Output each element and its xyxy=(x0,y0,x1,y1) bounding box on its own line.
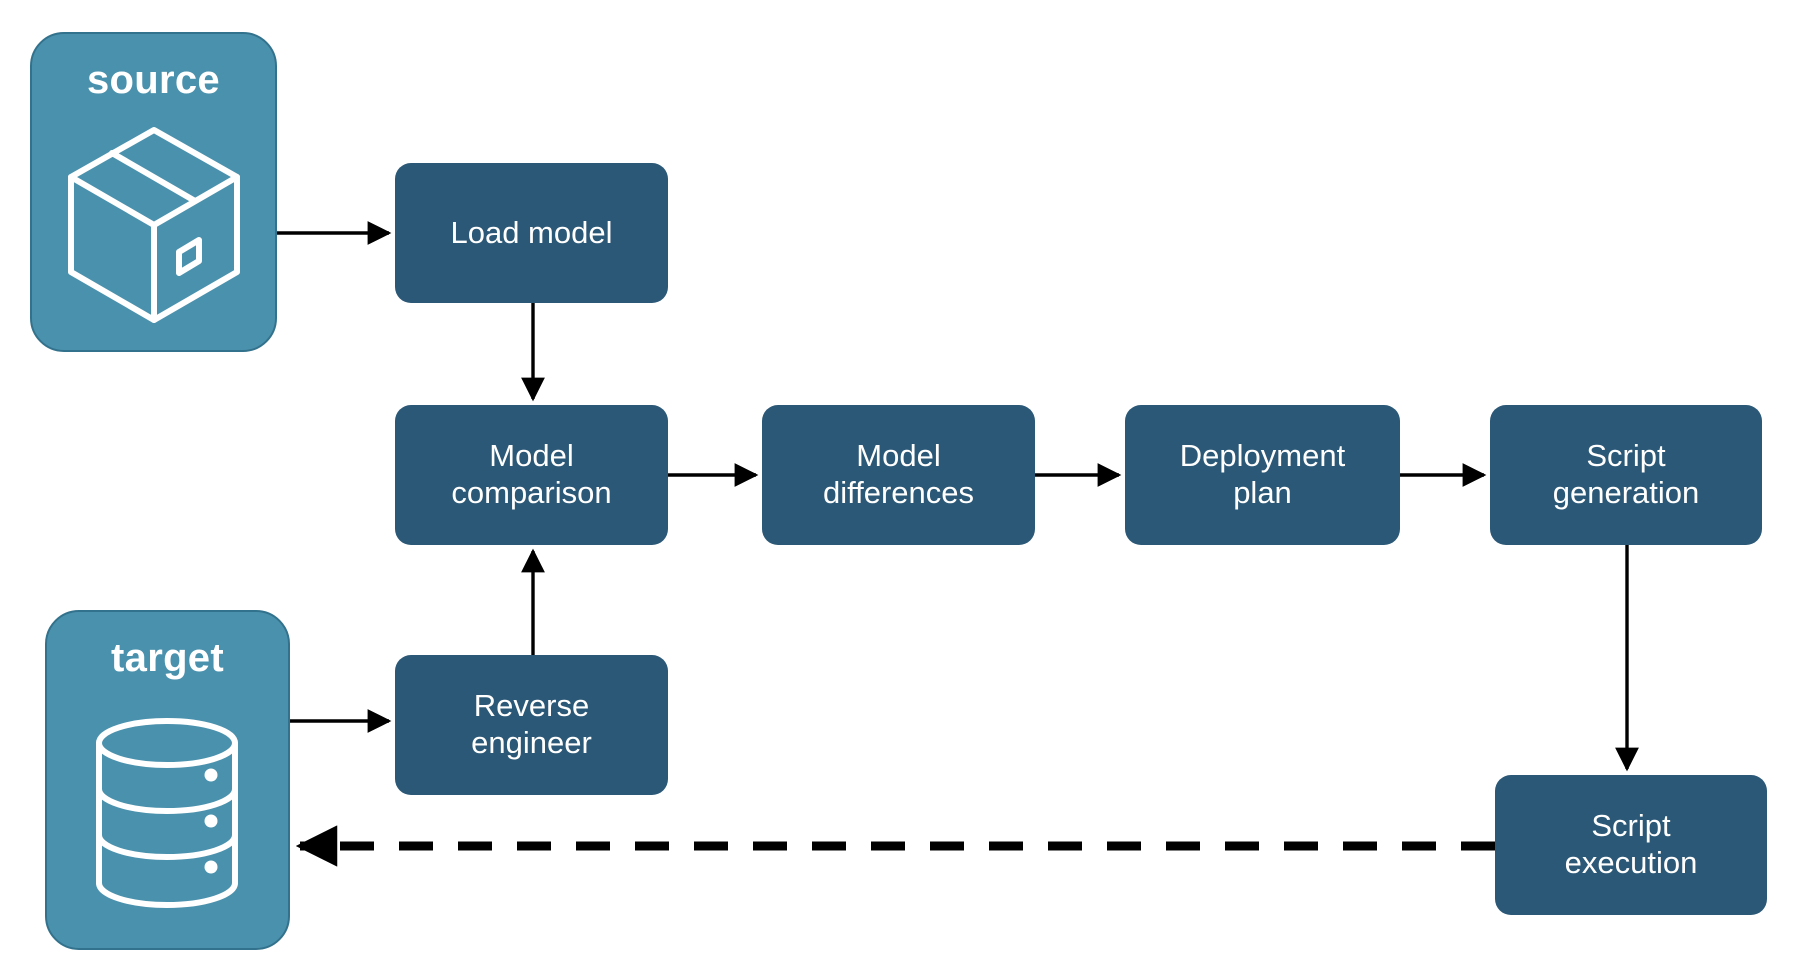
database-cylinder-icon xyxy=(47,678,288,948)
node-load-model-line1: Load model xyxy=(450,214,613,250)
node-deployment-plan[interactable]: Deployment plan xyxy=(1125,405,1400,545)
package-box-icon xyxy=(32,100,275,350)
node-script-execution-line1: Script xyxy=(1591,808,1671,844)
endpoint-target-label: target xyxy=(111,636,224,680)
node-script-generation-line2: generation xyxy=(1552,475,1700,510)
node-script-generation-line1: Script xyxy=(1586,438,1666,474)
endpoint-source[interactable]: source xyxy=(30,32,277,352)
node-script-execution[interactable]: Script execution xyxy=(1495,775,1767,915)
node-model-differences-line1: Model xyxy=(856,438,941,474)
node-reverse-engineer-line2: engineer xyxy=(471,725,592,760)
node-model-differences-line2: differences xyxy=(822,475,975,510)
node-script-generation[interactable]: Script generation xyxy=(1490,405,1762,545)
node-model-comparison[interactable]: Model comparison xyxy=(395,405,668,545)
node-deployment-plan-line2: plan xyxy=(1233,475,1292,510)
node-reverse-engineer[interactable]: Reverse engineer xyxy=(395,655,668,795)
node-reverse-engineer-line1: Reverse xyxy=(473,688,590,724)
node-load-model[interactable]: Load model xyxy=(395,163,668,303)
node-deployment-plan-line1: Deployment xyxy=(1179,438,1346,474)
endpoint-target[interactable]: target xyxy=(45,610,290,950)
endpoint-source-label: source xyxy=(87,58,220,102)
node-model-comparison-line2: comparison xyxy=(451,475,612,510)
node-model-differences[interactable]: Model differences xyxy=(762,405,1035,545)
node-model-comparison-line1: Model xyxy=(489,438,574,474)
node-script-execution-line2: execution xyxy=(1564,845,1698,880)
